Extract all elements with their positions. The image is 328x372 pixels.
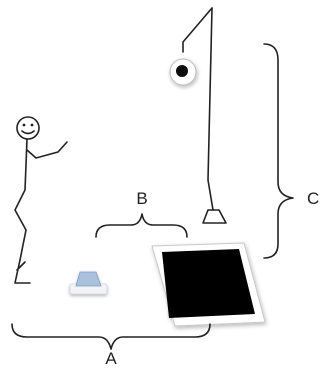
label-a: A xyxy=(105,349,117,368)
stand-arm xyxy=(182,7,213,53)
bracket-a xyxy=(11,323,211,350)
smiley-face-icon xyxy=(16,116,40,140)
label-b: B xyxy=(136,189,147,208)
figure-arm xyxy=(26,141,68,159)
stick-figure xyxy=(14,116,68,284)
bracket-b xyxy=(95,213,188,238)
black-board-icon xyxy=(151,242,266,327)
bracket-c xyxy=(263,43,294,259)
pendulum-stand xyxy=(169,7,227,224)
stand-pole xyxy=(207,7,214,211)
label-c: C xyxy=(307,189,319,208)
pendulum-bob-icon xyxy=(169,58,197,86)
figure-body xyxy=(14,138,28,261)
figure-legs xyxy=(14,259,31,284)
small-pad-icon xyxy=(69,271,108,295)
stand-base xyxy=(202,209,227,224)
